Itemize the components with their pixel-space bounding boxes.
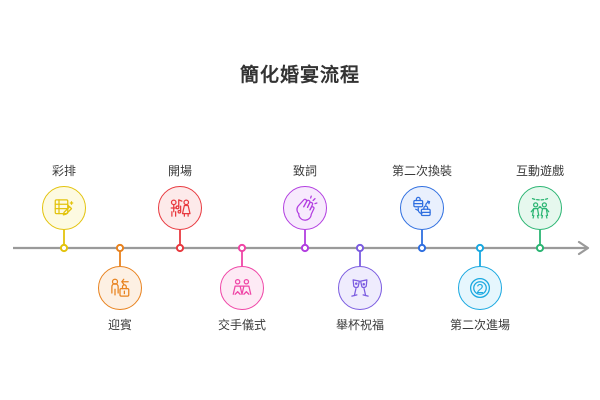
milestone-bubble-6[interactable]: [338, 266, 382, 310]
toast-glasses-icon: [345, 273, 375, 303]
axis-markers: [59, 243, 545, 253]
outfit-swap-icon: [407, 193, 437, 223]
milestone-label-3: 開場: [167, 164, 192, 178]
milestone-label-5: 致詞: [292, 164, 317, 178]
milestone-bubble-4[interactable]: [220, 266, 264, 310]
milestone-label-7: 第二次換裝: [391, 164, 452, 178]
applause-speech-icon: [290, 193, 320, 223]
guest-welcome-icon: [105, 273, 135, 303]
milestone-label-6: 舉杯祝福: [335, 318, 384, 332]
milestone-bubble-7[interactable]: [400, 186, 444, 230]
milestone-number-8: 2: [476, 280, 484, 296]
opening-music-icon: [165, 193, 195, 223]
milestone-bubble-2[interactable]: [98, 266, 142, 310]
milestone-bubble-1[interactable]: [42, 186, 86, 230]
milestone-bubble-5[interactable]: [283, 186, 327, 230]
clapperboard-pen-icon: [49, 193, 79, 223]
page-title: 簡化婚宴流程: [239, 65, 360, 86]
second-entrance-icon: [465, 273, 495, 303]
milestone-label-4: 交手儀式: [217, 318, 266, 332]
milestone-bubble-8[interactable]: 2: [458, 266, 502, 310]
milestone-label-9: 互動遊戲: [515, 164, 564, 178]
milestone-bubble-3[interactable]: [158, 186, 202, 230]
milestone-bubble-9[interactable]: [518, 186, 562, 230]
handover-ceremony-icon: [227, 273, 257, 303]
milestone-label-1: 彩排: [51, 164, 76, 178]
milestone-label-8: 第二次進場: [449, 318, 510, 332]
axis-line: [13, 240, 590, 256]
milestone-label-2: 迎賓: [107, 318, 132, 332]
interactive-game-icon: [525, 193, 555, 223]
